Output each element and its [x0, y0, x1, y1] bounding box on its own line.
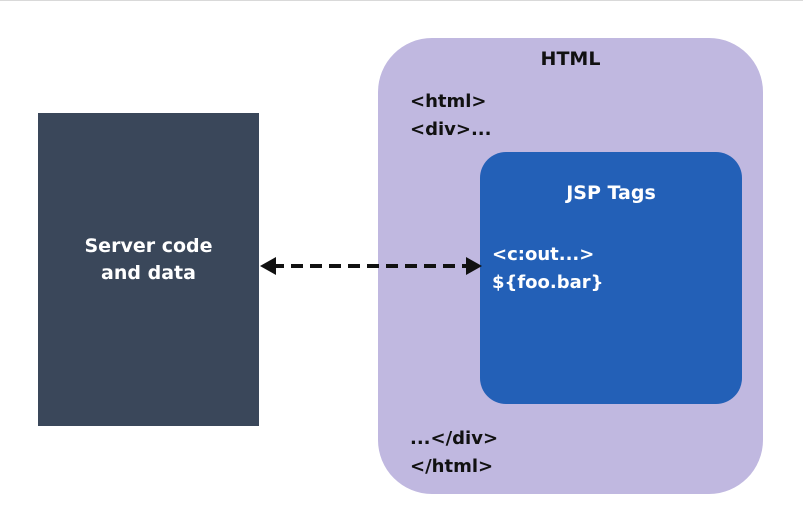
server-box: Server code and data	[38, 113, 259, 426]
arrow-right-head	[466, 257, 482, 275]
html-title: HTML	[540, 48, 601, 70]
html-close-tag: </html>	[410, 456, 494, 477]
jsp-title: JSP Tags	[566, 182, 656, 204]
div-open-tag: <div>...	[410, 119, 492, 140]
html-container: HTML <html> <div>... JSP Tags <c:out...>…	[378, 38, 763, 494]
server-label: Server code and data	[84, 234, 213, 284]
arrow-left-head	[260, 257, 276, 275]
div-close-tag: ...</div>	[410, 428, 499, 449]
html-open-tag: <html>	[410, 91, 487, 112]
jsp-el-expression: ${foo.bar}	[492, 272, 604, 293]
jsp-tags-box: JSP Tags <c:out...> ${foo.bar}	[480, 152, 742, 404]
jsp-cout-tag: <c:out...>	[492, 244, 595, 265]
